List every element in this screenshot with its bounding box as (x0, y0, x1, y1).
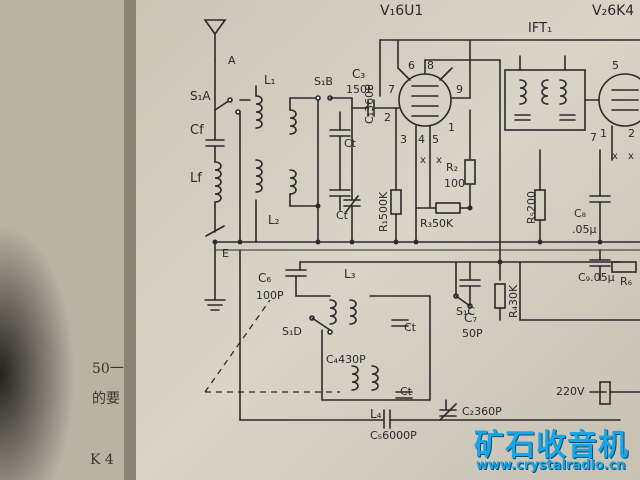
supply-terminal (589, 381, 640, 405)
c8-label: C₈ (574, 207, 587, 220)
pin-label: 5 (432, 133, 439, 146)
ct-label-4: Ct (400, 385, 412, 398)
l1-label: L₁ (264, 73, 276, 87)
resistor-r4 (494, 283, 506, 321)
c1-label: C₁360P (363, 84, 376, 124)
margin-text-2: 的要 (92, 391, 120, 407)
coil-l1-l2 (239, 85, 319, 243)
ct-label-1: Ct (344, 137, 356, 150)
resistor-r5 (534, 149, 546, 243)
resistor-r6 (611, 261, 637, 273)
lf-label: Lf (190, 171, 202, 186)
l3-label: L₃ (344, 267, 356, 281)
capacitor-c8 (589, 149, 611, 243)
pin-label: 3 (400, 133, 407, 146)
pin-label: 5 (612, 59, 619, 72)
variable-capacitor-c1 (343, 107, 361, 243)
s1a-label: S₁A (190, 89, 211, 103)
r6-label: R₆ (620, 275, 633, 288)
margin-text-1: 50一 (92, 361, 124, 377)
resistor-r2 (464, 109, 476, 209)
c8-value: .05μ (572, 223, 597, 236)
pin-label: 1 (448, 121, 455, 134)
pin-label: x (436, 155, 442, 166)
capacitor-c9 (589, 249, 611, 281)
c5-label: C₅6000P (370, 429, 417, 442)
c7-value: 50P (462, 327, 483, 340)
page-gutter (124, 0, 138, 480)
trimmer-capacitors (329, 111, 351, 211)
junction-dots (212, 203, 603, 265)
tube-v1 (395, 59, 471, 141)
l4-label: L₄ (370, 407, 382, 421)
trimmer-ct-lower (391, 319, 413, 399)
switch-s1b (315, 95, 353, 101)
resistor-r3 (415, 139, 471, 243)
gang-link-dashed (204, 299, 340, 393)
pin-label: x (628, 151, 634, 162)
supply-voltage-label: 220V (556, 385, 585, 398)
c9-label: C₉.05μ (578, 271, 615, 284)
r3-label: R₃50K (420, 217, 454, 230)
tube-v2-label: V₂6K4 (592, 3, 635, 19)
pin-label: 7 (590, 131, 597, 144)
antenna-a-label: A (228, 54, 236, 67)
ift1-label: IFT₁ (528, 21, 553, 36)
pin-label: 1 (600, 127, 607, 140)
switch-s1d (309, 315, 333, 335)
r4-label: R₄30K (507, 284, 520, 318)
pin-label: x (420, 155, 426, 166)
antenna-circuit (204, 59, 241, 311)
s1b-label: S₁B (314, 75, 333, 88)
capacitor-c5 (239, 409, 621, 429)
r5-label: R₅200 (525, 190, 538, 224)
watermark-url: www.crystalradio.cn (476, 458, 626, 473)
l2-label: L₂ (268, 213, 280, 227)
r1-label: R₁500K (377, 191, 390, 232)
s1c-label: S₁C (456, 305, 476, 318)
capacitor-c6 (285, 269, 307, 297)
tube-v2 (584, 73, 640, 161)
pin-label: 7 (388, 83, 395, 96)
c6-label: C₆ (258, 271, 272, 285)
capacitor-c3 (351, 97, 397, 117)
pin-label: 8 (427, 59, 434, 72)
pin-label: 2 (628, 127, 635, 140)
r2-value: 100 (444, 177, 465, 190)
ct-label-2: Ct (336, 209, 348, 222)
right-page (136, 0, 640, 480)
antenna-symbol (203, 19, 227, 61)
pin-label: 2 (384, 111, 391, 124)
pin-label: 9 (456, 83, 463, 96)
r2-label: R₂ (446, 161, 459, 174)
c4-label: C₄430P (326, 353, 366, 366)
coil-l3-l4 (295, 295, 431, 401)
pin-label: 4 (418, 133, 425, 146)
margin-text-3: K 4 (90, 452, 114, 468)
c2-label: C₂360P (462, 405, 502, 418)
s1d-label: S₁D (282, 325, 302, 338)
pin-label: x (612, 151, 618, 162)
tube-v1-label: V₁6U1 (380, 3, 424, 19)
switch-s1c (453, 261, 473, 309)
e-label: E (222, 247, 229, 260)
pin-label: 6 (408, 59, 415, 72)
c7-label: C₇ (464, 311, 478, 325)
cf-label: Cf (190, 123, 204, 138)
watermark-title: 矿石收音机 (474, 428, 629, 463)
capacitor-c7 (459, 261, 481, 307)
c3-label: C₃ (352, 67, 366, 81)
resistor-r1 (390, 107, 402, 243)
c3-value: 150P (346, 83, 374, 96)
ct-label-3: Ct (404, 321, 416, 334)
variable-capacitor-c2 (439, 399, 457, 421)
c6-value: 100P (256, 289, 284, 302)
